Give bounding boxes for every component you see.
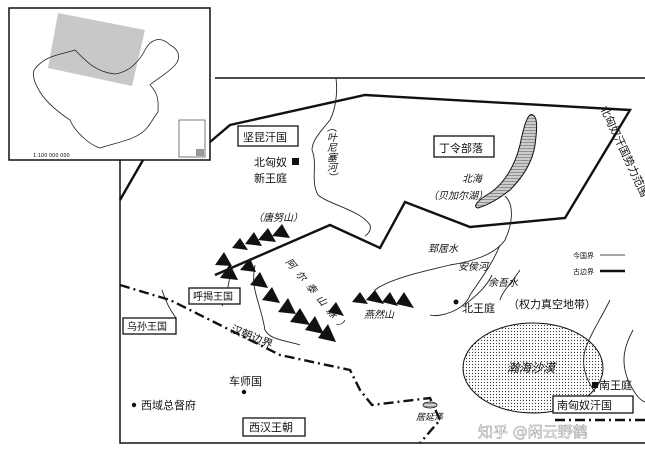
- yenisei-river: [311, 77, 371, 237]
- north-xiongnu-court-marker: [292, 158, 299, 165]
- western-han-label: 西汉王朝: [249, 421, 293, 434]
- protectorate-marker: [131, 402, 137, 408]
- south-court-marker: [592, 382, 598, 388]
- north-xiongnu-court-label-1: 北匈奴: [254, 155, 287, 169]
- north-court-label: 北王庭: [462, 301, 495, 315]
- yanran-mountains: [352, 290, 414, 308]
- baikal-lake: [475, 114, 538, 209]
- altai-mountains: [215, 224, 344, 342]
- inset-map: [8, 7, 211, 161]
- legend: [600, 254, 625, 273]
- main-map: [118, 77, 645, 444]
- cheshi-label: 车师国: [229, 374, 262, 388]
- yanran-label: 燕然山: [364, 309, 395, 321]
- legend-ancient-border: 古边界: [573, 267, 594, 276]
- power-vacuum-label: （权力真空地带）: [508, 297, 596, 311]
- inset-highlight: [48, 13, 145, 86]
- jiankun-label: 坚昆汗国: [243, 131, 287, 144]
- han-border-label: 汉朝边界: [229, 323, 275, 352]
- dingling-label: 丁令部落: [439, 141, 483, 155]
- watermark: 知乎 @闲云野鹤: [478, 423, 588, 441]
- hanhai-desert: [462, 322, 604, 414]
- juyan-lake: [422, 401, 438, 409]
- protectorate-label: 西域总督府: [141, 398, 196, 412]
- hujie-label: 呼揭王国: [193, 290, 233, 303]
- anhou-label: 安侯河: [458, 261, 490, 273]
- south-court-label: 南王庭: [599, 378, 632, 392]
- north-court-marker: [453, 299, 459, 305]
- beihai-label: 北海: [462, 173, 484, 185]
- baikal-label: （贝加尔湖）: [428, 190, 488, 202]
- north-xiongnu-court-label-2: 新王庭: [254, 171, 287, 185]
- china-outline: [33, 39, 179, 149]
- north-xiongnu-border: [209, 93, 633, 277]
- hanhai-label: 瀚海沙漠: [507, 361, 557, 375]
- inset-scale: 1:100 000 000: [33, 153, 70, 159]
- zhiju-label: 郅居水: [428, 243, 459, 255]
- south-xiongnu-label: 南匈奴汗国: [557, 398, 612, 412]
- juyan-label: 居延泽: [416, 412, 444, 423]
- tangnu-label: （唐努山）: [253, 212, 303, 224]
- legend-modern-border: 今国界: [573, 251, 594, 260]
- wusun-label: 乌孙王国: [127, 320, 167, 333]
- yuwu-label: 余吾水: [488, 277, 519, 289]
- yenisei-label: （叶尼塞河）: [325, 122, 337, 182]
- cheshi-marker: [241, 389, 247, 395]
